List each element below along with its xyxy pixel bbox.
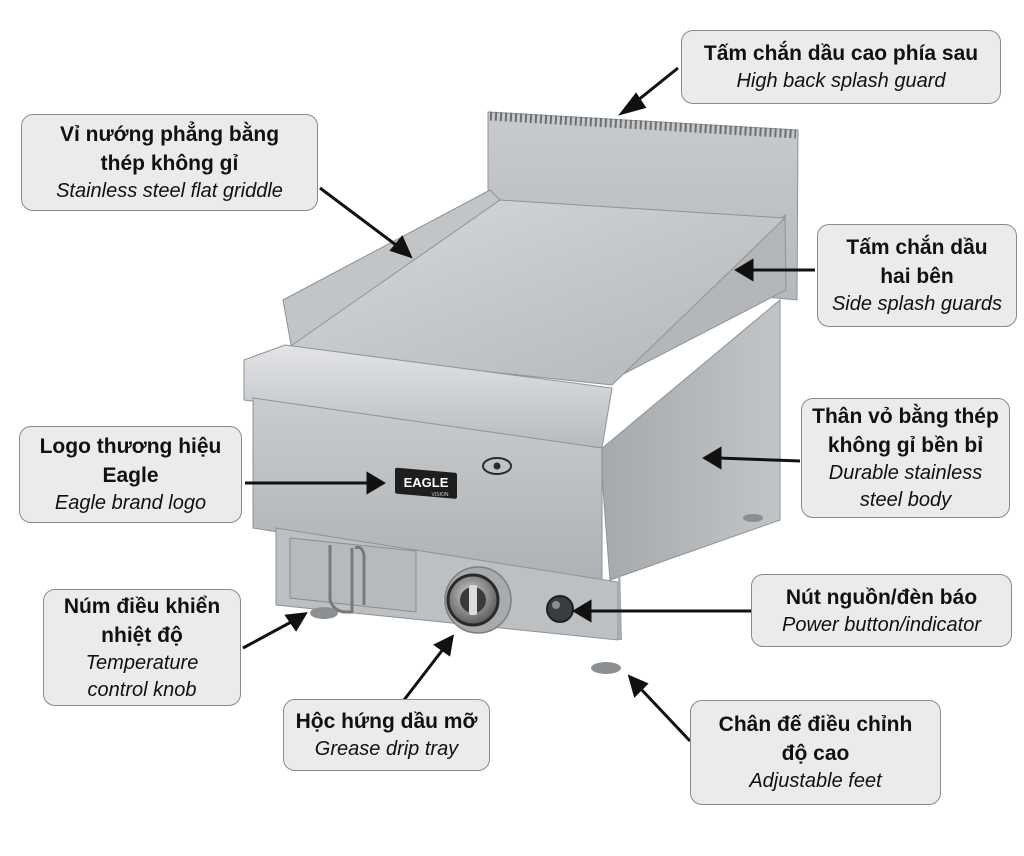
- callout-grease-tray-vi: Hộc hứng dầu mỡ: [295, 710, 478, 733]
- callout-grease-tray-en: Grease drip tray: [314, 738, 459, 760]
- callout-side-splash-guards-vi: Tấm chắn dầu hai bên: [846, 236, 988, 288]
- logo-subtext: VISION: [432, 492, 449, 498]
- eagle-brand-logo: EAGLE VISION: [395, 467, 457, 499]
- callout-grease-tray: Hộc hứng dầu mỡ Grease drip tray: [283, 699, 490, 771]
- logo-text: EAGLE: [404, 475, 449, 490]
- control-panel-side: [618, 560, 622, 640]
- callout-back-splash-guard: Tấm chắn dầu cao phía sau High back spla…: [681, 30, 1001, 104]
- callout-power-button-en: Power button/indicator: [781, 613, 981, 636]
- callout-temperature-knob-vi: Núm điều khiển nhiệt độ: [63, 594, 221, 647]
- callout-brand-logo-en: Eagle brand logo: [54, 492, 207, 514]
- callout-adjustable-feet: Chân đế điều chỉnh độ cao Adjustable fee…: [690, 700, 941, 805]
- callout-power-button-vi: Nút nguồn/đèn báo: [785, 585, 978, 609]
- callout-temperature-knob: Núm điều khiển nhiệt độ Temperature cont…: [43, 589, 241, 706]
- indicator-eye-icon: [482, 457, 512, 475]
- pointer-arrows: [242, 66, 815, 743]
- temperature-knob-icon: [444, 566, 512, 634]
- callout-flat-griddle: Vỉ nướng phẳng bằng thép không gỉ Stainl…: [21, 114, 318, 211]
- callout-back-splash-guard-en: High back splash guard: [736, 70, 946, 92]
- callout-brand-logo: Logo thương hiệu Eagle Eagle brand logo: [19, 426, 242, 523]
- callout-brand-logo-vi: Logo thương hiệu Eagle: [39, 435, 222, 487]
- callout-flat-griddle-vi: Vỉ nướng phẳng bằng thép không gỉ: [59, 123, 280, 175]
- power-button-icon: [546, 595, 574, 623]
- callout-power-button: Nút nguồn/đèn báo Power button/indicator: [751, 574, 1012, 647]
- callout-adjustable-feet-vi: Chân đế điều chỉnh độ cao: [718, 713, 913, 765]
- callout-back-splash-guard-vi: Tấm chắn dầu cao phía sau: [703, 42, 979, 65]
- callout-temperature-knob-en: Temperature control knob: [85, 651, 199, 701]
- front-lip: [243, 344, 613, 449]
- callout-flat-griddle-en: Stainless steel flat griddle: [56, 180, 283, 202]
- grease-drip-tray: [289, 537, 417, 614]
- callout-adjustable-feet-en: Adjustable feet: [749, 770, 882, 792]
- callout-stainless-body: Thân vỏ bằng thép không gỉ bền bỉ Durabl…: [801, 398, 1010, 518]
- callout-stainless-body-en: Durable stainless steel body: [828, 462, 983, 511]
- callout-stainless-body-vi: Thân vỏ bằng thép không gỉ bền bỉ: [812, 405, 999, 457]
- callout-side-splash-guards: Tấm chắn dầu hai bên Side splash guards: [817, 224, 1017, 327]
- body-side-panel: [599, 298, 781, 581]
- adjustable-feet: [310, 514, 763, 674]
- callout-side-splash-guards-en: Side splash guards: [831, 293, 1003, 315]
